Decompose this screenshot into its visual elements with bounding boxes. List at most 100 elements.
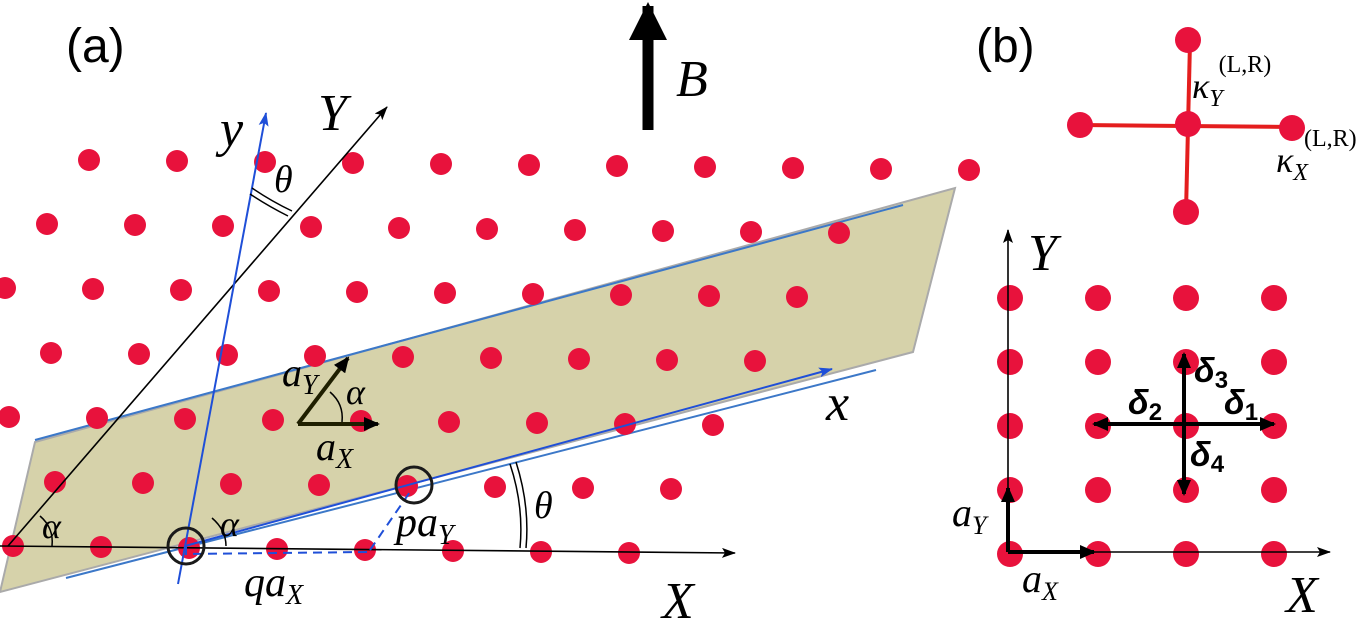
lattice-site <box>342 152 364 174</box>
lattice-site <box>614 413 636 435</box>
square-lattice-site <box>1261 285 1287 311</box>
kappa-Y-label: κY(L,R) <box>1192 52 1271 112</box>
delta-3-label: δ3 <box>1194 352 1228 394</box>
delta-2-label: δ2 <box>1128 384 1162 426</box>
theta-arc-bottom-inner <box>515 461 528 549</box>
hopping-sites <box>1067 27 1305 225</box>
delta-1-label: δ1 <box>1224 384 1258 426</box>
lattice-site <box>388 217 410 239</box>
alpha-arc-middle <box>211 517 227 547</box>
lattice-site <box>610 284 632 306</box>
lattice-site <box>660 478 682 500</box>
lattice-site <box>564 219 586 241</box>
alpha-label-left: α <box>42 506 62 546</box>
square-lattice-site <box>1085 477 1111 503</box>
circled-site-p <box>394 465 434 505</box>
lattice-site <box>476 218 498 240</box>
lattice-site <box>212 215 234 237</box>
lattice-site <box>702 414 724 436</box>
x-axis-lower <box>184 367 833 547</box>
lattice-site <box>434 282 456 304</box>
alpha-arc-left <box>39 515 53 547</box>
vector-aY-label: aY <box>282 350 321 401</box>
lattice-site <box>350 410 372 432</box>
lattice-site <box>740 221 762 243</box>
lattice-site <box>86 407 108 429</box>
theta-arc-bottom <box>509 463 522 549</box>
lattice-site <box>0 406 20 428</box>
lattice-site <box>438 411 460 433</box>
lattice-site <box>656 349 678 371</box>
lattice-site <box>786 286 808 308</box>
panel-a-label: (a) <box>66 20 125 73</box>
lattice-site <box>308 474 330 496</box>
p-aY-label: paY <box>393 500 457 551</box>
lattice-site <box>698 285 720 307</box>
lattice-site <box>392 346 414 368</box>
lattice-site <box>526 412 548 434</box>
lattice-site <box>870 158 892 180</box>
square-lattice-site <box>1261 349 1287 375</box>
y-axis-capital <box>7 106 388 547</box>
lattice-site <box>300 216 322 238</box>
square-lattice-site <box>1261 477 1287 503</box>
lattice-site <box>606 155 628 177</box>
axis-x-label: x <box>825 375 849 432</box>
lattice-site <box>958 159 980 181</box>
square-lattice-site <box>997 349 1023 375</box>
lattice-site <box>430 153 452 175</box>
lattice-site <box>480 347 502 369</box>
strip-bottom-edge <box>65 369 877 579</box>
lattice-site <box>166 150 188 172</box>
hopping-site <box>1175 27 1201 53</box>
kappa-X-label: κX(L,R) <box>1276 126 1357 186</box>
vector-aY <box>296 356 350 426</box>
lattice-site <box>44 471 66 493</box>
theta-arc-top <box>249 193 289 217</box>
lattice-site <box>36 213 58 235</box>
lattice-site <box>346 281 368 303</box>
square-lattice-site <box>1085 285 1111 311</box>
lattice-site <box>484 476 506 498</box>
panel-a: (a) B X Y x y θ θ α α α aY aX qaX paY <box>0 2 980 626</box>
lattice-site <box>744 350 766 372</box>
lattice-site <box>124 214 146 236</box>
field-label: B <box>676 51 708 108</box>
panel-b: (b) κY(L,R) κX(L,R) X Y aY aX δ1 δ2 δ3 δ… <box>952 20 1357 624</box>
lattice-site <box>170 279 192 301</box>
alpha-label-vector: α <box>346 372 366 412</box>
y-axis-lower <box>177 112 269 585</box>
lattice-site <box>40 342 62 364</box>
strip-top-edge <box>34 204 904 441</box>
lattice-site <box>132 472 154 494</box>
lattice-site <box>694 156 716 178</box>
lattice-site <box>522 283 544 305</box>
square-lattice-site <box>1085 349 1111 375</box>
hopping-site <box>1067 112 1093 138</box>
theta-label-top: θ <box>274 159 293 201</box>
lattice-site <box>128 343 150 365</box>
lattice-site <box>618 542 640 564</box>
square-lattice-site <box>1261 541 1287 567</box>
lattice-site <box>254 151 276 173</box>
vector-aX-label: aX <box>316 424 354 475</box>
circled-site-origin <box>166 526 206 566</box>
theta-label-bottom: θ <box>534 485 553 527</box>
axis-Y-label: Y <box>318 85 352 142</box>
lattice-site <box>572 477 594 499</box>
axis-X-b-label: X <box>1284 567 1320 624</box>
axis-X-label: X <box>660 573 696 626</box>
vector-aX-b-label: aX <box>1022 556 1059 606</box>
lattice-site <box>82 278 104 300</box>
dashed-qa-path <box>185 546 369 556</box>
lattice-site <box>78 149 100 171</box>
lattice-site <box>174 408 196 430</box>
lattice-site <box>568 348 590 370</box>
magnetic-field-arrowhead <box>629 2 667 40</box>
lattice-site <box>304 345 326 367</box>
axis-Y-b-label: Y <box>1028 225 1062 282</box>
alpha-arc-vector <box>329 391 343 423</box>
lattice-site <box>652 220 674 242</box>
lattice-site <box>0 277 16 299</box>
lattice-site <box>782 157 804 179</box>
